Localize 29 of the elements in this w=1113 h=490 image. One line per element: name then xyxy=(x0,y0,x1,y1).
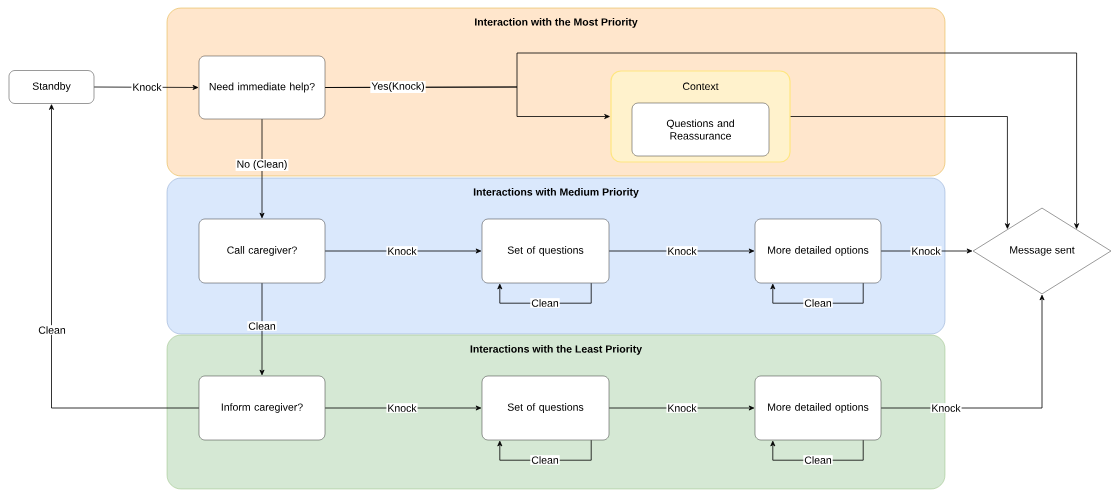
arrow xyxy=(880,294,1045,409)
edge-label: Clean xyxy=(37,325,67,335)
process-box: Need immediate help? xyxy=(198,55,326,120)
edge-label: Knock xyxy=(666,403,698,413)
arrow xyxy=(259,282,265,376)
edge-label: Clean xyxy=(803,298,833,308)
edge-label: Clean xyxy=(530,298,560,308)
edge-label: Clean xyxy=(803,455,833,465)
process-box: More detailed options xyxy=(754,375,882,441)
edge-label: Knock xyxy=(386,246,418,256)
edge-label: Knock xyxy=(930,403,962,413)
process-box: Call caregiver? xyxy=(198,218,326,284)
edge-label: No (Clean) xyxy=(235,159,289,171)
arrow xyxy=(49,104,200,409)
process-box: Questions and Reassurance xyxy=(631,102,770,157)
process-box: Inform caregiver? xyxy=(198,375,326,441)
process-box: Set of questions xyxy=(481,218,610,284)
edge-label: Knock xyxy=(386,403,418,413)
edge-label: Knock xyxy=(910,246,942,256)
process-box: More detailed options xyxy=(754,218,882,284)
edge-label: Clean xyxy=(530,455,560,465)
edge-label: Clean xyxy=(247,321,277,331)
arrow xyxy=(259,118,265,219)
edge-label: Knock xyxy=(131,82,163,92)
edge-label: Yes(Knock) xyxy=(370,81,426,93)
edge-label: Knock xyxy=(666,246,698,256)
process-box: Standby xyxy=(8,70,95,104)
process-box: Set of questions xyxy=(481,375,610,441)
arrow xyxy=(790,116,1010,229)
